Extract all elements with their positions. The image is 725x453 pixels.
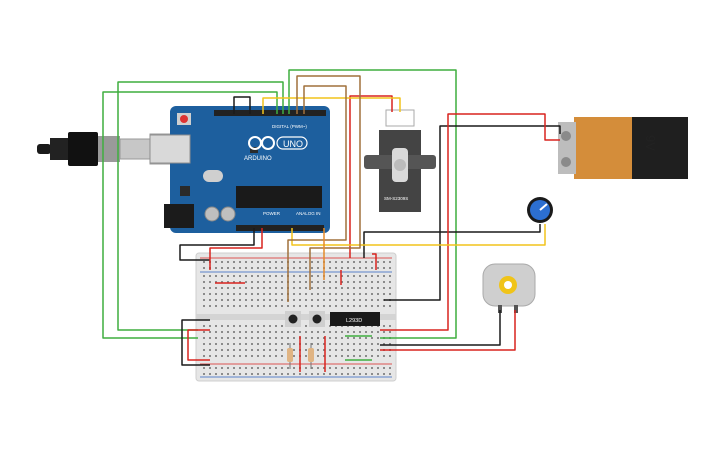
wire-red-3 (372, 253, 377, 270)
wire-brown-1 (296, 75, 361, 290)
digital-header (214, 110, 326, 116)
wire-red-4 (349, 95, 393, 258)
wire-green-3 (288, 69, 457, 339)
capacitor-1 (204, 206, 220, 222)
servo-label: SM-S2309S (384, 196, 408, 201)
wire-brown-2 (287, 85, 347, 302)
wire-black-1 (233, 96, 251, 114)
dc-motor (482, 263, 536, 313)
crystal (203, 170, 223, 182)
board-jumpers (215, 282, 372, 372)
resistor-1 (287, 343, 293, 369)
usb-port (149, 134, 191, 164)
wire-green-2 (102, 91, 278, 339)
arduino-model-label: UNO (283, 139, 303, 149)
servo-motor: SM-S2309S (364, 109, 436, 212)
wires (102, 69, 561, 366)
power-pins-label: POWER (263, 211, 281, 216)
battery-label: 9V (643, 135, 658, 151)
capacitor-2 (220, 206, 236, 222)
dc-jack (164, 204, 194, 228)
wire-black-2 (179, 228, 255, 261)
digital-pins-label: DIGITAL (PWM~) (272, 124, 307, 129)
wire-green-1 (117, 81, 284, 331)
arduino-brand-label: ARDUINO (244, 156, 272, 162)
analog-pins-label: ANALOG IN (296, 211, 321, 216)
wire-red-2 (187, 329, 210, 361)
power-header (236, 225, 324, 231)
wire-red-1 (209, 228, 263, 270)
wire-yellow-1 (262, 97, 401, 114)
atmega-chip (236, 186, 322, 208)
wire-black-5 (384, 125, 561, 301)
push-button-2 (309, 311, 325, 327)
arduino-uno-board: ARDUINO UNO DIGITAL (PWM~) POWER ANALOG … (149, 106, 330, 233)
battery-9v: 9V (558, 117, 688, 179)
wire-black-3 (181, 319, 210, 366)
push-button-1 (285, 311, 301, 327)
resistor-2 (308, 343, 314, 369)
wire-red-6 (380, 310, 516, 351)
wire-black-6 (380, 310, 501, 346)
ic-label: L293D (346, 318, 362, 324)
wire-red-5 (380, 113, 560, 331)
l293d-chip: L293D (330, 312, 380, 326)
wire-yellow-2 (291, 224, 546, 246)
potentiometer (527, 197, 553, 223)
